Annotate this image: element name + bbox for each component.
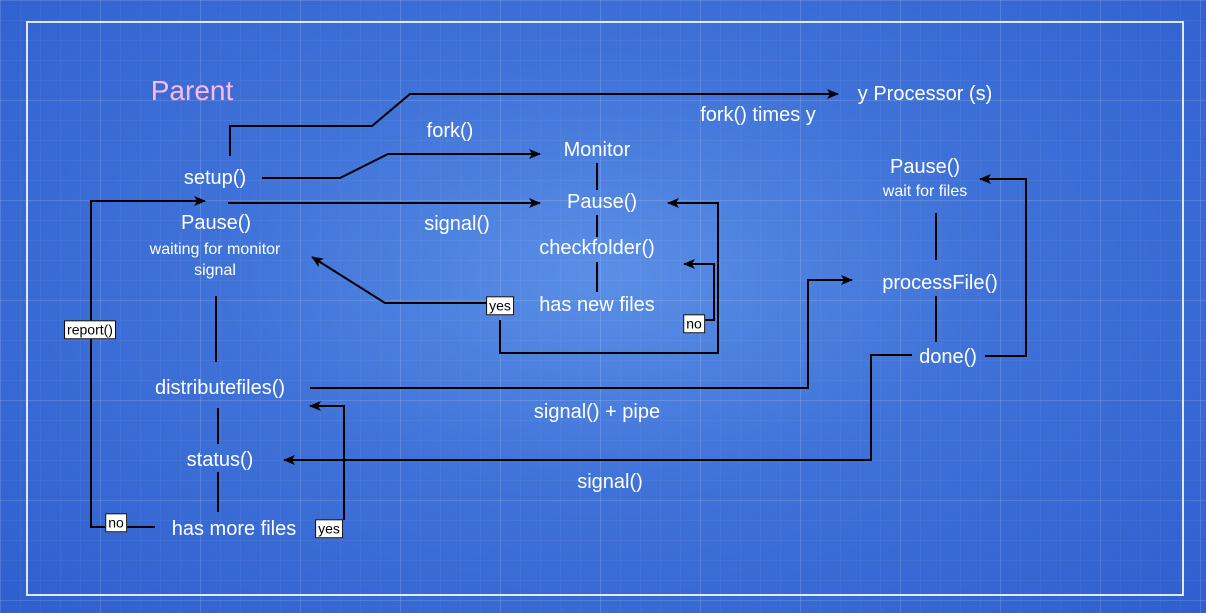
edge-setup-to-processors [229, 89, 839, 156]
parent-title: Parent [150, 75, 234, 106]
edge-no-loop-to-pause [499, 198, 719, 354]
no-more-files-tag: no [105, 513, 127, 533]
done-node: done() [919, 346, 977, 368]
signal-top-label: signal() [424, 213, 490, 235]
fork-times-y-label: fork() times y [700, 104, 816, 126]
has-more-files-node: has more files [171, 518, 297, 540]
status-node: status() [186, 449, 254, 471]
fork-label: fork() [426, 120, 474, 142]
signal-bottom-label: signal() [577, 471, 643, 493]
edge-setup-to-monitor [262, 149, 541, 179]
waiting-label-line1: waiting for monitor [149, 241, 281, 258]
process-file-node: processFile() [882, 272, 998, 294]
yes-more-files-tag: yes [315, 519, 343, 539]
no-new-files-tag: no [683, 314, 705, 334]
setup-node: setup() [183, 167, 247, 189]
processor-label: y Processor (s) [857, 83, 993, 105]
edge-yes-to-distribute [309, 401, 345, 520]
diagram-frame [26, 21, 1184, 596]
signal-pipe-label: signal() + pipe [533, 401, 661, 423]
report-tag: report() [64, 320, 116, 340]
has-new-files-node: has new files [539, 294, 655, 316]
processor-pause-node: Pause() [889, 156, 961, 178]
waiting-label-line2: signal [194, 262, 236, 279]
monitor-node: Monitor [563, 139, 631, 161]
checkfolder-node: checkfolder() [539, 237, 655, 259]
edge-distribute-to-processfile [310, 275, 853, 389]
distribute-files-node: distributefiles() [154, 377, 286, 399]
edge-done-to-status [283, 354, 912, 465]
yes-new-files-tag: yes [486, 296, 514, 316]
parent-pause-node: Pause() [180, 212, 252, 234]
edge-no-loop-to-checkfolder [683, 259, 715, 321]
edge-yes-to-parent-pause [311, 256, 486, 304]
monitor-pause-node: Pause() [566, 191, 638, 213]
wait-for-files-label: wait for files [882, 183, 968, 200]
edge-done-loop-to-pause [979, 174, 1027, 357]
